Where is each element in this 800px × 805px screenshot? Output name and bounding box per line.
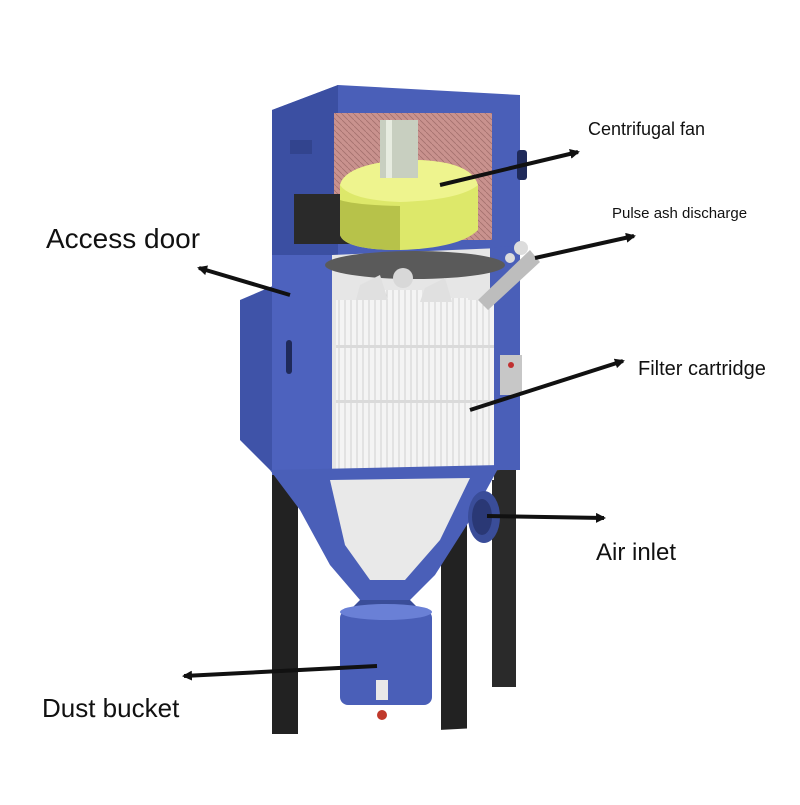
arrow-dust-bucket xyxy=(182,664,378,681)
arrow-centrifugal-fan xyxy=(439,148,580,187)
arrow-access-door xyxy=(197,265,291,297)
label-dust-bucket: Dust bucket xyxy=(42,693,180,723)
arrow-filter-cartridge xyxy=(469,358,625,412)
label-filter-cartridge: Filter cartridge xyxy=(638,358,766,380)
label-access-door: Access door xyxy=(46,223,200,254)
pulse-discharge-assembly xyxy=(325,241,540,310)
dust-bucket-shape xyxy=(340,604,432,720)
filter-cartridges xyxy=(336,290,494,498)
door-handle xyxy=(286,340,292,374)
vent-slots xyxy=(290,140,312,154)
access-door-panel xyxy=(272,255,334,475)
label-pulse-ash-discharge: Pulse ash discharge xyxy=(612,205,747,222)
arrow-air-inlet xyxy=(486,512,606,523)
control-box xyxy=(500,355,522,395)
label-centrifugal-fan: Centrifugal fan xyxy=(588,119,705,139)
callout-arrows xyxy=(182,148,636,681)
arrow-pulse-ash-discharge xyxy=(534,232,636,260)
label-air-inlet: Air inlet xyxy=(596,539,676,566)
